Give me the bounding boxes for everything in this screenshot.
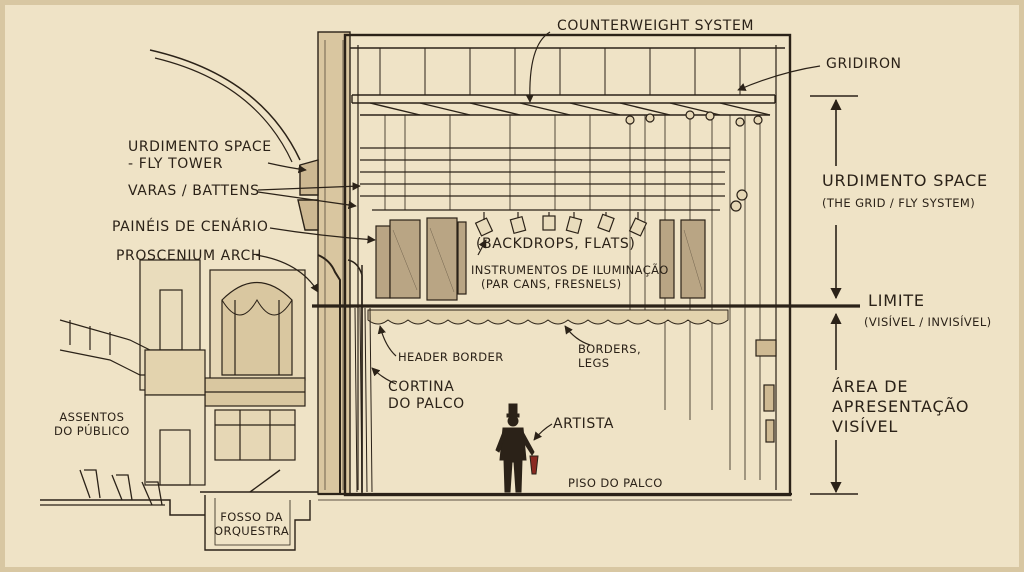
- label-assentos-line2: DO PÚBLICO: [54, 424, 130, 438]
- orchestra-pit: [200, 469, 330, 551]
- label-fosso-line1: FOSSO DA: [220, 510, 283, 524]
- label-area-line2: APRESENTAÇÃO: [832, 397, 970, 416]
- stage-house: [343, 33, 792, 497]
- label-fosso-orquestra: FOSSO DA ORQUESTRA: [214, 510, 289, 538]
- label-area-line1: ÁREA DE: [832, 377, 909, 396]
- label-gridiron: GRIDIRON: [826, 56, 902, 72]
- label-lighting-line1: INSTRUMENTOS DE ILUMINAÇÃO: [471, 263, 669, 277]
- label-borders-line2: LEGS: [578, 356, 610, 370]
- stage-curtain: [349, 265, 373, 493]
- pulleys: [625, 110, 763, 212]
- label-cortina-line2: DO PALCO: [388, 396, 465, 412]
- leader-arrows: [255, 31, 821, 441]
- label-proscenium-arch: PROSCENIUM ARCH: [116, 248, 262, 264]
- label-cortina-line1: CORTINA: [388, 379, 455, 395]
- label-urdimento-space: URDIMENTO SPACE: [822, 171, 988, 190]
- label-fly-tower-line2: - FLY TOWER: [128, 156, 224, 172]
- auditorium-arch: [149, 49, 301, 161]
- dimension-arrows: [810, 95, 858, 495]
- label-assentos-publico: ASSENTOS DO PÚBLICO: [54, 410, 130, 438]
- label-borders-line1: BORDERS,: [578, 342, 641, 356]
- battens: [360, 147, 730, 211]
- proscenium-arch: [317, 254, 341, 494]
- label-fly-tower: URDIMENTO SPACE - FLY TOWER: [128, 139, 272, 173]
- label-lighting-line2: (PAR CANS, FRESNELS): [481, 277, 622, 291]
- stage-floor: [318, 492, 792, 501]
- label-borders-legs: BORDERS, LEGS: [578, 342, 641, 370]
- label-piso-palco: PISO DO PALCO: [568, 476, 663, 490]
- label-counterweight-system: COUNTERWEIGHT SYSTEM: [557, 18, 755, 34]
- label-artista: ARTISTA: [553, 416, 615, 432]
- label-fosso-line2: ORQUESTRA: [214, 524, 290, 538]
- label-fly-tower-line1: URDIMENTO SPACE: [128, 139, 272, 155]
- label-assentos-line1: ASSENTOS: [59, 410, 125, 424]
- label-paineis-cenario: PAINÉIS DE CENÁRIO: [112, 219, 269, 235]
- artist-figure: [495, 403, 539, 493]
- audience-seats: [79, 469, 163, 506]
- header-border: [367, 309, 729, 325]
- label-lighting-instruments: INSTRUMENTOS DE ILUMINAÇÃO (PAR CANS, FR…: [471, 263, 669, 291]
- counterweights: [755, 339, 777, 443]
- lighting-instruments: [474, 212, 648, 237]
- gridiron-deck: [351, 94, 776, 116]
- label-visivel-invisivel: (VISÍVEL / INVISÍVEL): [864, 315, 992, 329]
- label-area-line3: VISÍVEL: [832, 417, 899, 436]
- label-backdrops-flats: (BACKDROPS, FLATS): [476, 236, 636, 252]
- label-varas-battens: VARAS / BATTENS: [128, 183, 260, 199]
- label-limite: LIMITE: [868, 291, 925, 310]
- label-header-border: HEADER BORDER: [398, 350, 504, 364]
- label-area-apresentacao: ÁREA DE APRESENTAÇÃO VISÍVEL: [832, 377, 969, 437]
- label-grid-fly-system: (THE GRID / FLY SYSTEM): [822, 196, 976, 210]
- auditorium: [40, 49, 306, 516]
- label-cortina-palco: CORTINA DO PALCO: [388, 379, 465, 413]
